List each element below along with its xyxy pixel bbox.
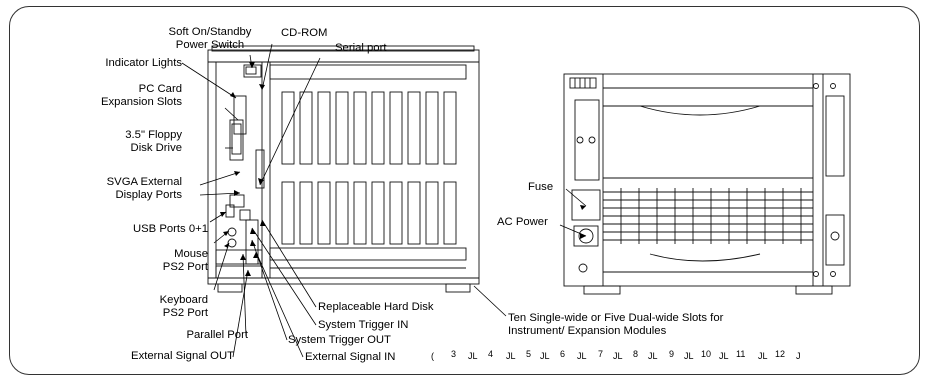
front-chassis [207, 45, 480, 293]
slot-number: JL [540, 351, 550, 361]
label-keyboard-port: Keyboard PS2 Port [159, 294, 208, 319]
label-floppy-drive: 3.5" Floppy Disk Drive [125, 129, 182, 154]
label-power-switch: Soft On/Standby Power Switch [168, 26, 252, 51]
label-hard-disk: Replaceable Hard Disk [318, 301, 434, 313]
label-svga-ports: SVGA External Display Ports [106, 176, 182, 201]
slot-number: 9 [669, 349, 675, 359]
slot-number: ( [431, 351, 434, 361]
label-mouse-port: Mouse PS2 Port [162, 248, 208, 273]
label-trigger-out: System Trigger OUT [288, 334, 391, 346]
slot-number: 5 [526, 349, 532, 359]
slot-number: JL [719, 351, 729, 361]
slot-number: 6 [560, 349, 566, 359]
slot-number: JL [577, 351, 587, 361]
slot-number: JL [758, 351, 768, 361]
slot-number: 7 [598, 349, 604, 359]
label-usb-ports: USB Ports 0+1 [132, 223, 208, 235]
label-pc-card-slots: PC Card Expansion Slots [100, 83, 182, 108]
label-external-signal-in: External Signal IN [305, 351, 396, 363]
label-parallel-port: Parallel Port [186, 329, 248, 341]
label-expansion-slots: Ten Single-wide or Five Dual-wide Slots … [508, 312, 724, 337]
slot-number: JL [613, 351, 623, 361]
label-cd-rom: CD-ROM [281, 27, 328, 39]
slot-number: 11 [736, 349, 746, 359]
slot-number: 10 [701, 349, 712, 359]
label-serial-port: Serial port [335, 42, 387, 54]
slot-number: JL [648, 351, 658, 361]
label-ac-power: AC Power [497, 216, 548, 228]
slot-number: 4 [488, 349, 494, 359]
label-indicator-lights: Indicator Lights [105, 57, 182, 69]
leader-arrowheads [220, 62, 586, 276]
slot-number: JL [506, 351, 516, 361]
rear-chassis [563, 73, 851, 295]
slot-number: J [796, 351, 801, 361]
slot-number: 8 [633, 349, 639, 359]
label-fuse: Fuse [528, 181, 554, 193]
figure-frame [9, 6, 920, 375]
label-external-signal-out: External Signal OUT [131, 350, 234, 362]
slot-number: 3 [451, 349, 457, 359]
slot-number: JL [468, 351, 478, 361]
label-trigger-in: System Trigger IN [318, 319, 409, 331]
slot-number: 12 [775, 349, 786, 359]
slot-number: JL [684, 351, 694, 361]
